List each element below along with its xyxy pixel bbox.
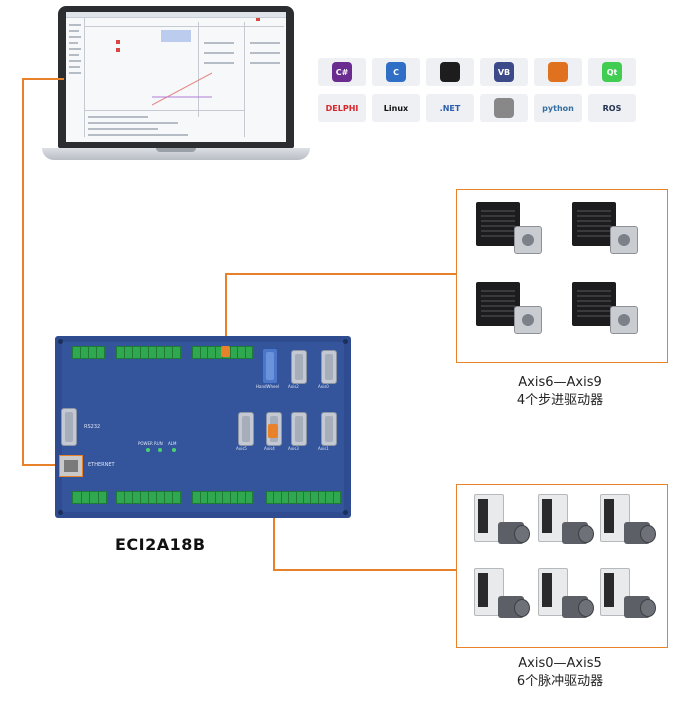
handwheel-label: HandWheel — [256, 384, 280, 389]
terminal-block — [116, 346, 182, 359]
stepper-driver — [476, 282, 520, 326]
apple-icon — [494, 98, 514, 118]
labview-icon — [440, 62, 460, 82]
csharp-tile: C# — [318, 58, 366, 86]
stepper-port — [221, 346, 230, 357]
pulse-caption: Axis0—Axis5 6个脉冲驱动器 — [460, 655, 660, 691]
laptop-software-screen — [66, 12, 286, 142]
axis5-port — [238, 412, 254, 446]
servo-motor — [624, 522, 656, 544]
terminal-block — [192, 491, 254, 504]
python-tile: python — [534, 94, 582, 122]
axis0-port — [321, 350, 337, 384]
ethernet-port — [59, 455, 83, 477]
ethernet-cable — [22, 78, 24, 466]
pulse-port — [268, 424, 278, 438]
matlab-icon — [548, 62, 568, 82]
labview-tile — [426, 58, 474, 86]
stepper-description: 4个步进驱动器 — [516, 393, 604, 408]
terminal-block — [72, 346, 106, 359]
run-led — [158, 448, 162, 452]
apple-tile — [480, 94, 528, 122]
axis3-port — [291, 412, 307, 446]
axis0-label: Axis0 — [318, 384, 329, 389]
stepper-motor — [514, 226, 542, 254]
axis1-label: Axis1 — [318, 446, 329, 451]
delphi-icon: DELPHI — [325, 103, 359, 113]
delphi-tile: DELPHI — [318, 94, 366, 122]
stepper-motor — [610, 226, 638, 254]
terminal-block — [116, 491, 182, 504]
waveform-graph — [152, 72, 212, 106]
terminal-block — [266, 491, 342, 504]
vb-tile: VB — [480, 58, 528, 86]
power-led — [146, 448, 150, 452]
servo-motor — [498, 596, 530, 618]
dotnet-icon: .NET — [439, 103, 461, 113]
dotnet-tile: .NET — [426, 94, 474, 122]
qt-tile: Qt — [588, 58, 636, 86]
linux-tile: Linux — [372, 94, 420, 122]
python-icon: python — [542, 103, 574, 113]
terminal-block — [72, 491, 108, 504]
model-label: ECI2A18B — [115, 535, 206, 554]
axis3-label: Axis3 — [288, 446, 299, 451]
alarm-led — [172, 448, 176, 452]
c-tile: C — [372, 58, 420, 86]
ros-icon: ROS — [602, 103, 622, 113]
axis5-label: Axis5 — [236, 446, 247, 451]
axis1-port — [321, 412, 337, 446]
pulse-axis-range: Axis0—Axis5 — [518, 656, 602, 671]
axis2-label: Axis2 — [288, 384, 299, 389]
stepper-cable — [225, 273, 227, 353]
stepper-caption: Axis6—Axis9 4个步进驱动器 — [460, 374, 660, 410]
c-icon: C — [386, 62, 406, 82]
servo-motor — [498, 522, 530, 544]
rs232-port — [61, 408, 77, 446]
rs232-label: RS232 — [84, 424, 101, 430]
pulse-driver — [474, 494, 504, 542]
matlab-tile — [534, 58, 582, 86]
handwheel-port — [262, 348, 278, 384]
servo-motor — [562, 596, 594, 618]
stepper-driver — [572, 282, 616, 326]
linux-icon: Linux — [383, 103, 409, 113]
ros-tile: ROS — [588, 94, 636, 122]
stepper-motor — [610, 306, 638, 334]
stepper-driver — [572, 202, 616, 246]
axis4-label: Axis4 — [264, 446, 275, 451]
servo-motor — [624, 596, 656, 618]
pulse-description: 6个脉冲驱动器 — [516, 674, 604, 689]
servo-motor — [562, 522, 594, 544]
stepper-axis-range: Axis6—Axis9 — [518, 375, 602, 390]
ethernet-label: ETHERNET — [88, 462, 115, 468]
stepper-driver — [476, 202, 520, 246]
stepper-motor — [514, 306, 542, 334]
vb-icon: VB — [494, 62, 514, 82]
axis2-port — [291, 350, 307, 384]
laptop-base — [42, 148, 310, 160]
csharp-icon: C# — [332, 62, 352, 82]
qt-icon: Qt — [602, 62, 622, 82]
